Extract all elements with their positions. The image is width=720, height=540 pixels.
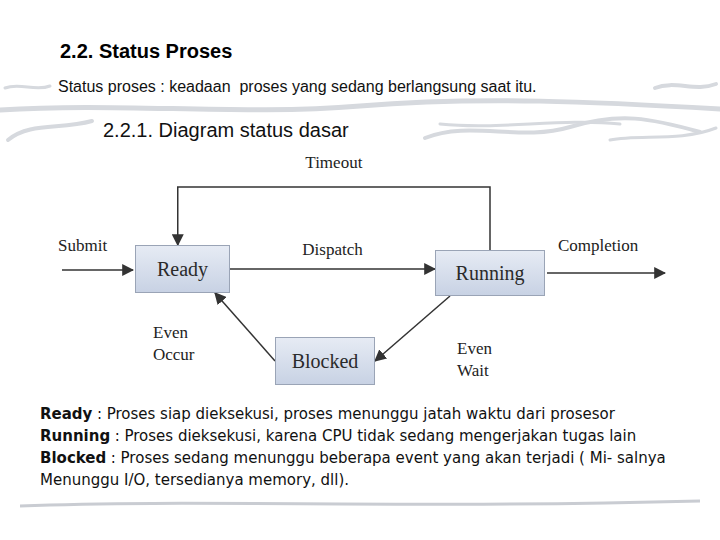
definition-text: : Proses sedang menunggu beberapa event … [40, 449, 666, 489]
definition-line: Ready : Proses siap dieksekusi, proses me… [40, 403, 690, 425]
transition-arrow [230, 268, 435, 270]
transition-label: Timeout [305, 152, 362, 174]
transition-arrow [375, 296, 450, 361]
transition-label: Even Occur [153, 322, 205, 366]
definition-line: Running : Proses dieksekusi, karena CPU t… [40, 425, 690, 447]
submit-arrow [62, 269, 133, 271]
completion-arrow [547, 272, 665, 274]
section-heading: 2.2.1. Diagram status dasar [103, 119, 349, 142]
term: Ready [40, 405, 92, 423]
definition-text: : Proses dieksekusi, karena CPU tidak se… [115, 427, 637, 445]
submit-label: Submit [58, 236, 107, 256]
definition-text: : Proses siap dieksekusi, proses menungg… [97, 405, 615, 423]
definition-line: Blocked: Proses sedang menunggu beberapa… [40, 447, 690, 491]
state-box: Ready [135, 245, 230, 293]
transition-label: Even Wait [457, 338, 505, 382]
term: Running [40, 427, 110, 445]
transition-arrow [215, 293, 275, 361]
transition-label: Dispatch [302, 239, 362, 261]
state-name: Blocked [292, 350, 359, 373]
slide-title: 2.2. Status Proses [60, 40, 232, 63]
state-box: Running [435, 250, 545, 296]
subtitle: Status proses : keadaan proses yang seda… [58, 78, 537, 96]
bottom-rule [20, 501, 700, 506]
state-name: Ready [157, 258, 208, 281]
state-name: Running [456, 262, 525, 285]
definitions: Ready : Proses siap dieksekusi, proses me… [40, 403, 690, 491]
completion-label: Completion [558, 236, 638, 256]
term: Blocked [40, 449, 106, 467]
state-box: Blocked [275, 337, 375, 385]
